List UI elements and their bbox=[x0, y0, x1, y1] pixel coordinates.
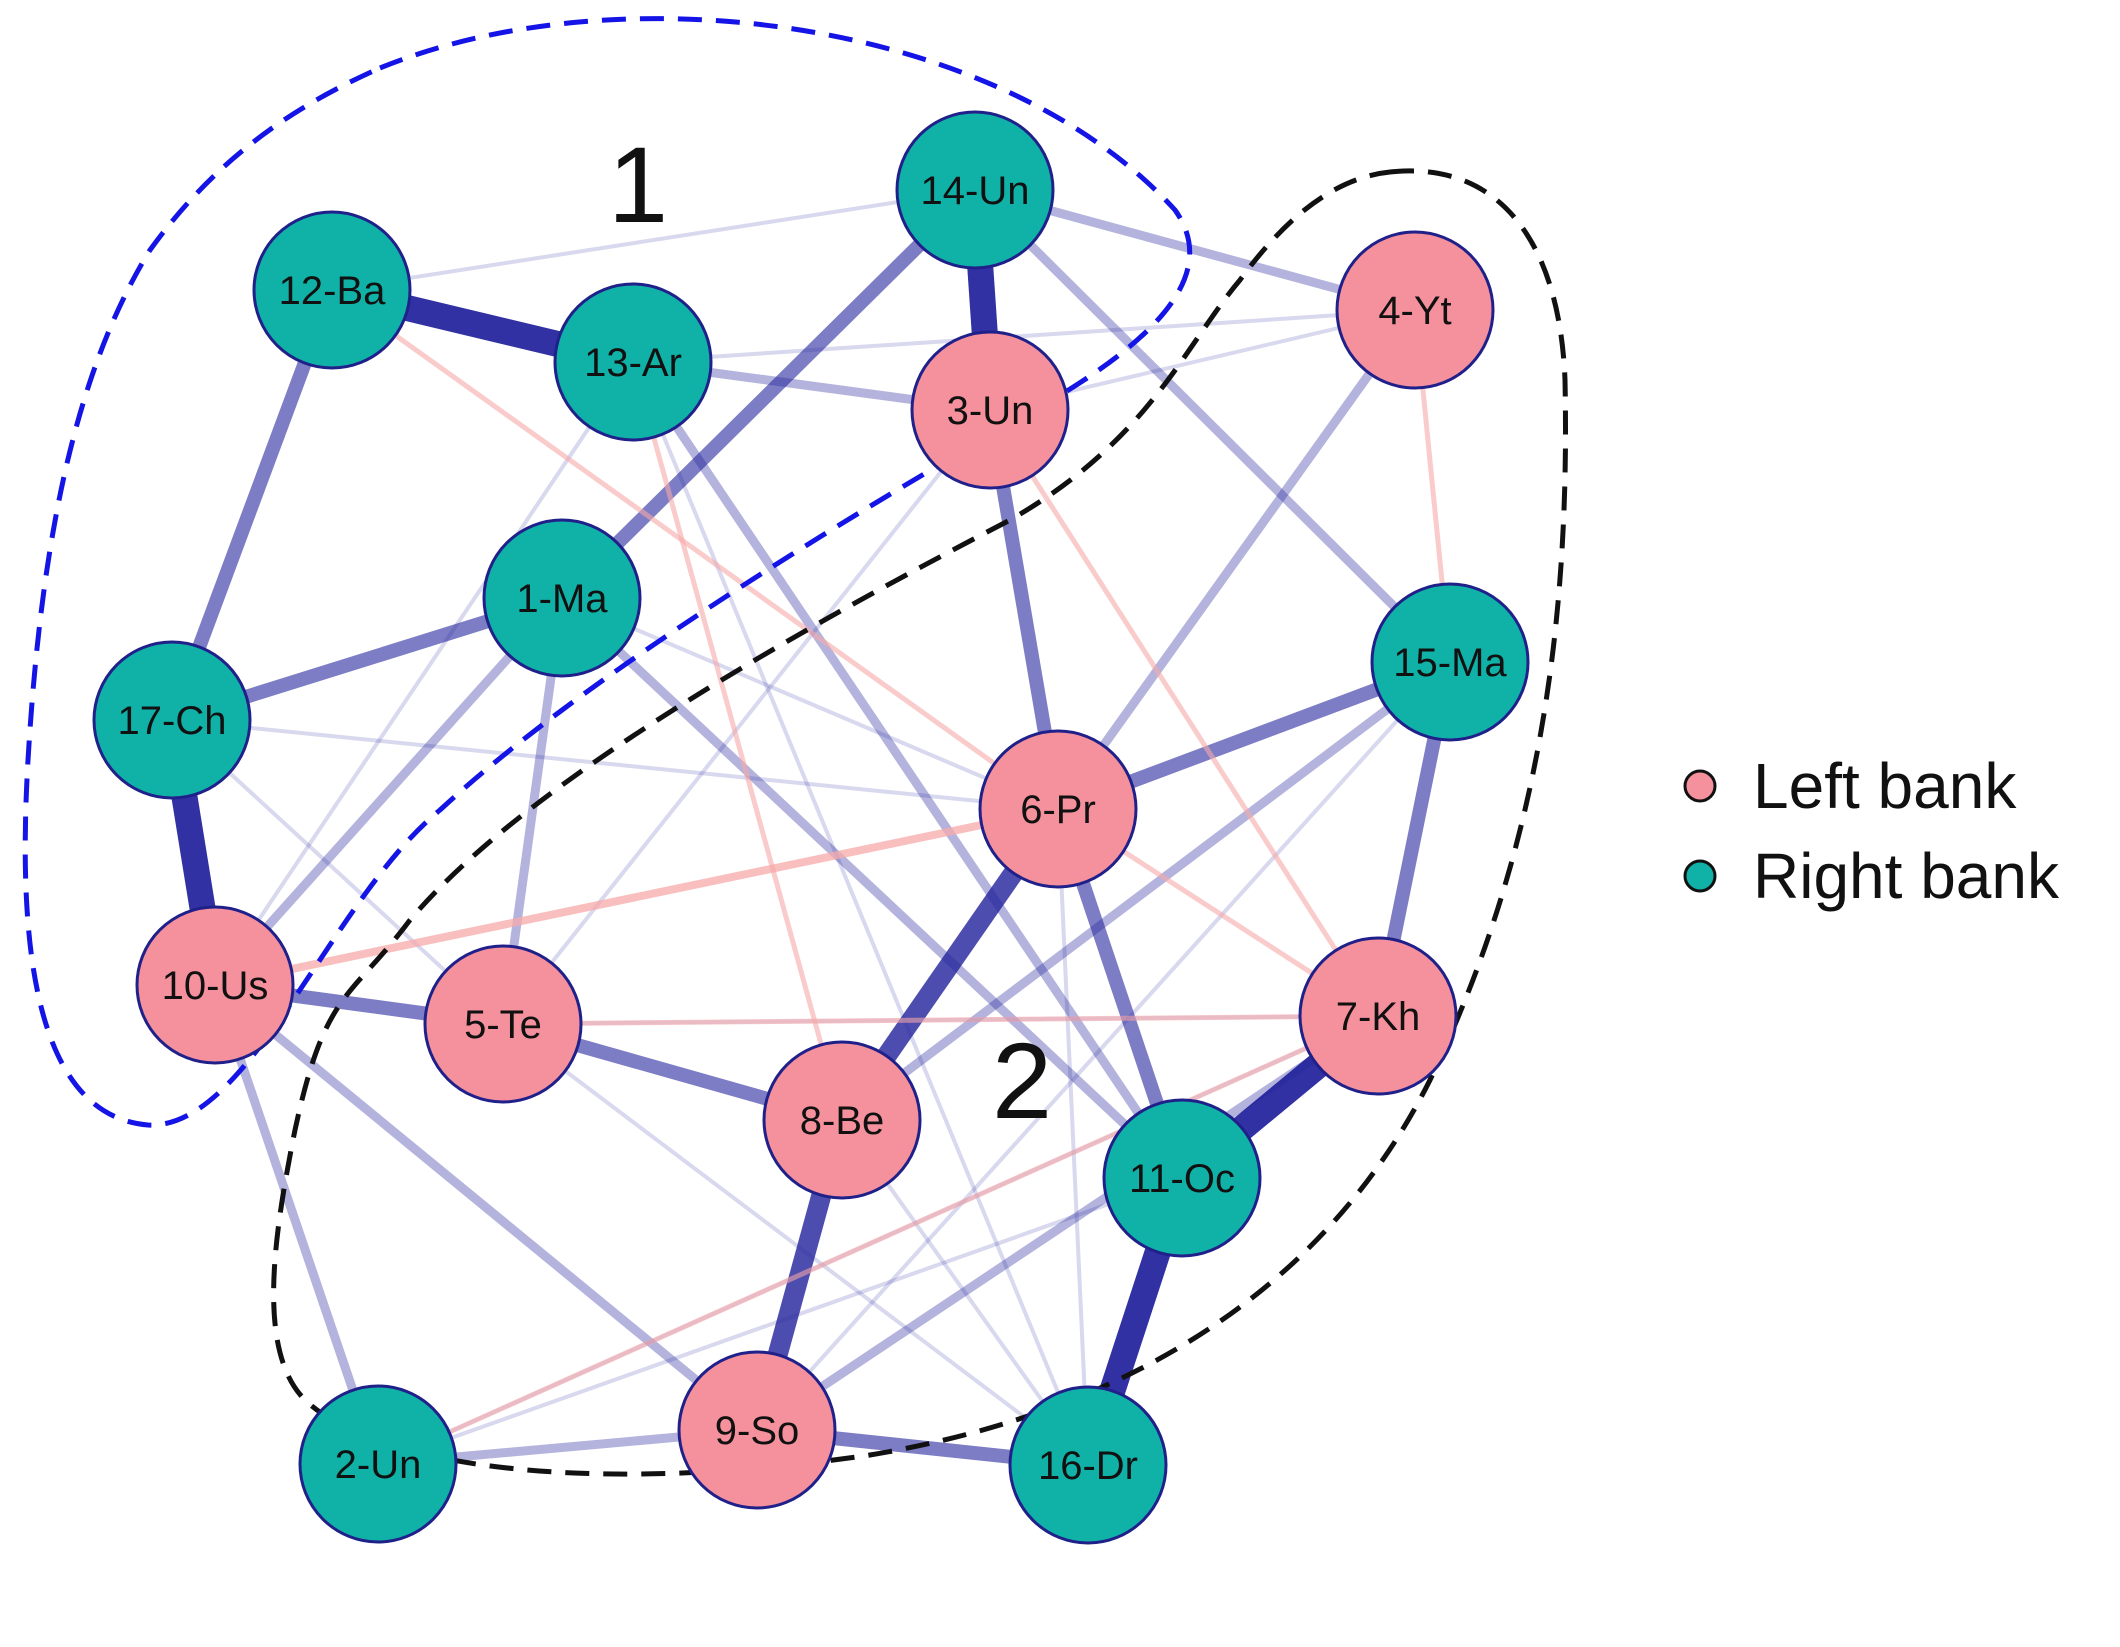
node-circle-8-Be bbox=[762, 1040, 922, 1200]
edge-1-Ma-6-Pr bbox=[561, 596, 1059, 811]
edge-1-Ma-11-Oc bbox=[558, 594, 1186, 1182]
edge-2-Un-7-Kh bbox=[376, 1013, 1380, 1467]
node-circle-1-Ma bbox=[482, 518, 642, 678]
node-label-16-Dr: 16-Dr bbox=[1038, 1444, 1138, 1488]
cluster-1-label: 1 bbox=[608, 124, 668, 245]
edge-3-Un-7-Kh bbox=[987, 408, 1381, 1018]
node-circle-11-Oc bbox=[1102, 1098, 1262, 1258]
node-circle-15-Ma bbox=[1370, 582, 1530, 742]
edge-10-Us-6-Pr bbox=[214, 805, 1059, 989]
node-5-Te: 5-Te bbox=[423, 944, 583, 1104]
node-label-12-Ba: 12-Ba bbox=[279, 269, 386, 313]
node-circle-13-Ar bbox=[553, 282, 713, 442]
node-11-Oc: 11-Oc bbox=[1102, 1098, 1262, 1258]
nodes-layer: 1-Ma 2-Un 3-Un 4-Yt 5-Te 6-Pr 7-Kh 8-Be 9-So 10-U… bbox=[92, 110, 1530, 1545]
edge-13-Ar-16-Dr bbox=[631, 361, 1090, 1466]
node-1-Ma: 1-Ma bbox=[482, 518, 642, 678]
edge-2-Un-11-Oc bbox=[377, 1176, 1183, 1466]
node-circle-7-Kh bbox=[1298, 936, 1458, 1096]
legend-right-bank-label: Right bank bbox=[1753, 840, 2060, 912]
edge-13-Ar-8-Be bbox=[630, 361, 845, 1121]
node-4-Yt: 4-Yt bbox=[1335, 230, 1495, 390]
node-label-14-Un: 14-Un bbox=[921, 169, 1030, 213]
node-6-Pr: 6-Pr bbox=[978, 729, 1138, 889]
node-label-6-Pr: 6-Pr bbox=[1020, 788, 1096, 832]
node-label-9-So: 9-So bbox=[715, 1409, 800, 1453]
node-12-Ba: 12-Ba bbox=[252, 210, 412, 370]
node-label-3-Un: 3-Un bbox=[947, 389, 1034, 433]
node-circle-6-Pr bbox=[978, 729, 1138, 889]
node-label-2-Un: 2-Un bbox=[335, 1443, 422, 1487]
node-label-15-Ma: 15-Ma bbox=[1393, 641, 1507, 685]
node-label-11-Oc: 11-Oc bbox=[1129, 1157, 1235, 1201]
legend-left-bank-marker bbox=[1683, 769, 1717, 803]
node-17-Ch: 17-Ch bbox=[92, 640, 252, 800]
edge-6-Pr-16-Dr bbox=[1056, 808, 1090, 1466]
node-label-13-Ar: 13-Ar bbox=[584, 341, 682, 385]
node-circle-5-Te bbox=[423, 944, 583, 1104]
node-circle-4-Yt bbox=[1335, 230, 1495, 390]
node-10-Us: 10-Us bbox=[135, 905, 295, 1065]
node-circle-9-So bbox=[677, 1350, 837, 1510]
node-13-Ar: 13-Ar bbox=[553, 282, 713, 442]
node-2-Un: 2-Un bbox=[298, 1384, 458, 1544]
cluster-1-outline bbox=[22, 16, 1193, 1128]
node-3-Un: 3-Un bbox=[910, 330, 1070, 490]
node-label-4-Yt: 4-Yt bbox=[1378, 289, 1451, 333]
node-label-7-Kh: 7-Kh bbox=[1336, 995, 1421, 1039]
edges-layer bbox=[159, 185, 1457, 1472]
edge-14-Un-15-Ma bbox=[971, 186, 1454, 666]
node-circle-10-Us bbox=[135, 905, 295, 1065]
legend-right-bank-marker bbox=[1683, 859, 1717, 893]
node-circle-16-Dr bbox=[1008, 1385, 1168, 1545]
edge-12-Ba-6-Pr bbox=[330, 287, 1060, 812]
edge-14-Un-1-Ma bbox=[557, 185, 980, 603]
legend-left-bank-label: Left bank bbox=[1753, 750, 2017, 822]
edge-1-Ma-10-Us bbox=[211, 594, 566, 989]
node-circle-17-Ch bbox=[92, 640, 252, 800]
node-label-8-Be: 8-Be bbox=[800, 1099, 885, 1143]
edge-9-So-7-Kh bbox=[754, 1012, 1381, 1434]
node-9-So: 9-So bbox=[677, 1350, 837, 1510]
node-label-17-Ch: 17-Ch bbox=[118, 699, 227, 743]
cluster-2-outline bbox=[271, 168, 1569, 1477]
edge-10-Us-13-Ar bbox=[213, 360, 635, 987]
edge-5-Te-7-Kh bbox=[502, 1013, 1379, 1027]
node-circle-2-Un bbox=[298, 1384, 458, 1544]
edge-17-Ch-6-Pr bbox=[171, 718, 1059, 811]
edge-3-Un-5-Te bbox=[501, 408, 992, 1026]
node-16-Dr: 16-Dr bbox=[1008, 1385, 1168, 1545]
edge-5-Te-16-Dr bbox=[501, 1022, 1090, 1467]
edge-10-Us-9-So bbox=[212, 981, 760, 1434]
edge-8-Be-15-Ma bbox=[839, 658, 1453, 1124]
legend: Left bank Right bank bbox=[1683, 750, 2060, 912]
node-circle-12-Ba bbox=[252, 210, 412, 370]
edge-13-Ar-11-Oc bbox=[629, 359, 1186, 1181]
edge-9-So-15-Ma bbox=[755, 660, 1452, 1432]
node-14-Un: 14-Un bbox=[895, 110, 1055, 270]
node-circle-14-Un bbox=[895, 110, 1055, 270]
node-label-1-Ma: 1-Ma bbox=[516, 577, 608, 621]
node-circle-3-Un bbox=[910, 330, 1070, 490]
node-label-10-Us: 10-Us bbox=[162, 964, 269, 1008]
edge-12-Ba-14-Un bbox=[331, 188, 976, 292]
edge-4-Yt-6-Pr bbox=[1054, 307, 1419, 812]
node-label-5-Te: 5-Te bbox=[464, 1003, 542, 1047]
node-8-Be: 8-Be bbox=[762, 1040, 922, 1200]
node-7-Kh: 7-Kh bbox=[1298, 936, 1458, 1096]
edge-13-Ar-4-Yt bbox=[632, 308, 1416, 364]
cluster-2-label: 2 bbox=[992, 1020, 1052, 1141]
node-15-Ma: 15-Ma bbox=[1370, 582, 1530, 742]
